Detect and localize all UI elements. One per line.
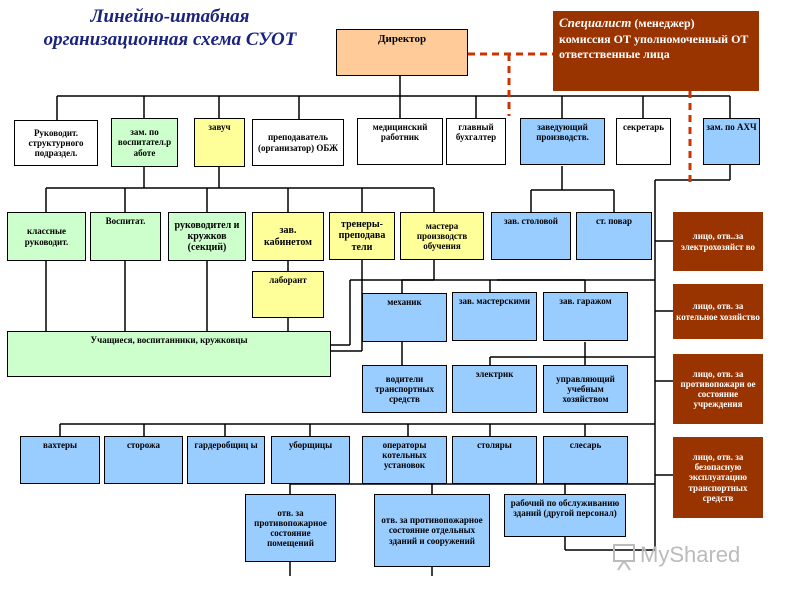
- coaches-box: тренеры-преподава тели: [329, 212, 395, 260]
- chief-accountant-box: главный бухгалтер: [446, 118, 506, 165]
- locksmith-box: слесарь: [543, 436, 628, 484]
- club-leaders-box: руководител и кружков (секций): [168, 212, 246, 261]
- electrician-box: электрик: [452, 365, 537, 413]
- presentation-board-icon: [613, 544, 635, 571]
- director-box: Директор: [336, 29, 468, 76]
- deputy-ahch-box: зам. по АХЧ: [703, 118, 760, 165]
- electrical-responsible-box: лицо, отв..за электрохозяйст во: [673, 212, 763, 271]
- guards-box: сторожа: [104, 436, 183, 484]
- specialist-lines: комиссия ОТ уполномоченный ОТ ответствен…: [559, 31, 749, 62]
- cleaners-box: уборщицы: [271, 436, 350, 484]
- fire-rooms-box: отв. за противопожарное состояние помеще…: [245, 494, 336, 562]
- educators-box: Воспитат.: [90, 212, 161, 261]
- page-title: Линейно-штабная организационная схема СУ…: [43, 6, 297, 50]
- cabinet-head-box: зав. кабинетом: [252, 212, 324, 261]
- lab-assistant-box: лаборант: [252, 271, 324, 318]
- senior-cook-box: ст. повар: [576, 212, 652, 260]
- canteen-head-box: зав. столовой: [491, 212, 571, 260]
- medical-worker-box: медицинский работник: [357, 118, 443, 165]
- fire-responsible-box: лицо, отв. за противопожарн ое состояние…: [673, 354, 763, 424]
- masters-box: мастера производств обучения: [400, 212, 484, 260]
- boiler-operators-box: операторы котельных установок: [362, 436, 447, 484]
- production-head-box: заведующий производств.: [520, 118, 605, 165]
- specialist-heading-rest: (менеджер): [631, 16, 695, 30]
- garage-head-box: зав. гаражом: [543, 292, 628, 341]
- myshared-watermark: MyShared: [612, 540, 772, 576]
- specialist-box: Специалист (менеджер) комиссия ОТ уполно…: [553, 11, 759, 91]
- mechanic-box: механик: [362, 293, 447, 342]
- cloakroom-box: гардеробщиц ы: [187, 436, 265, 484]
- specialist-heading: Специалист: [559, 15, 632, 30]
- fire-buildings-box: отв. за противопожарное состояние отдель…: [374, 494, 490, 567]
- drivers-box: водители транспортных средств: [362, 365, 447, 413]
- structural-head-box: Руководит. структурного подраздел.: [14, 120, 98, 166]
- maintenance-worker-box: рабочий по обслуживанию зданий (другой п…: [504, 494, 626, 537]
- carpenters-box: столяры: [452, 436, 537, 484]
- watermark-text: MyShared: [640, 542, 741, 567]
- boiler-responsible-box: лицо, отв. за котельное хозяйство: [673, 284, 763, 339]
- deputy-education-box: зам. по воспитател.р аботе: [111, 118, 178, 167]
- secretary-box: секретарь: [616, 118, 671, 165]
- obzh-teacher-box: преподаватель (организатор) ОБЖ: [252, 119, 344, 166]
- class-teachers-box: классные руководит.: [7, 212, 86, 261]
- watchmen-box: вахтеры: [20, 436, 100, 484]
- facility-manager-box: управляющий учебным хозяйством: [543, 365, 628, 413]
- students-box: Учащиеся, воспитанники, кружковцы: [7, 331, 331, 377]
- transport-responsible-box: лицо, отв. за безопасную эксплуатацию тр…: [673, 437, 763, 518]
- head-teacher-box: завуч: [194, 118, 245, 167]
- workshop-head-box: зав. мастерскими: [452, 292, 537, 341]
